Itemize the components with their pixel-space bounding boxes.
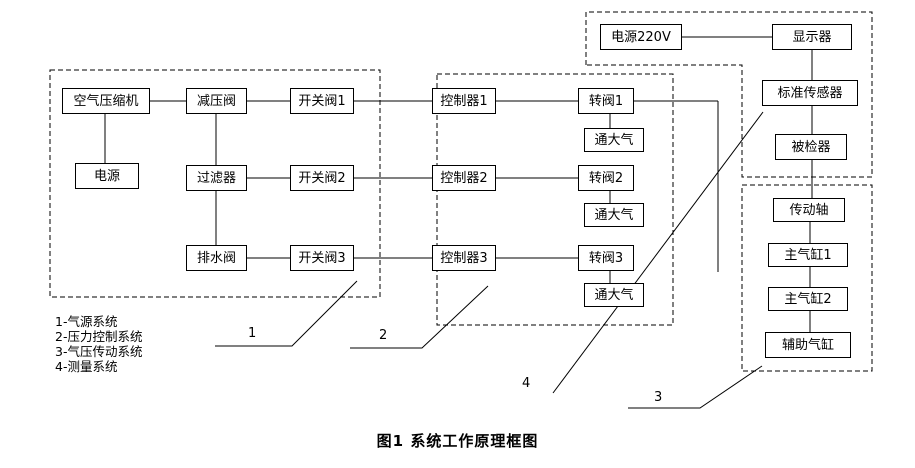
- node-rotary-valve-1: 转阀1: [578, 88, 634, 114]
- node-standard-sensor: 标准传感器: [762, 80, 858, 106]
- boundary-air-source-system: [49, 69, 381, 298]
- node-drain-valve: 排水阀: [186, 245, 247, 271]
- node-drive-shaft: 传动轴: [773, 198, 845, 222]
- boundary-pressure-control-system: [436, 73, 674, 326]
- node-auxiliary-cylinder: 辅助气缸: [765, 332, 851, 358]
- legend-item-1: 1-气源系统: [55, 314, 118, 329]
- node-controller-2: 控制器2: [432, 165, 496, 191]
- legend-item-4: 4-测量系统: [55, 359, 118, 374]
- node-controller-3: 控制器3: [432, 245, 496, 271]
- node-to-atmosphere-3: 通大气: [584, 283, 644, 307]
- node-air-compressor: 空气压缩机: [62, 88, 150, 114]
- node-device-under-test: 被检器: [775, 134, 847, 160]
- node-switch-valve-2: 开关阀2: [290, 165, 354, 191]
- node-power-supply: 电源: [75, 163, 139, 189]
- node-main-cylinder-1: 主气缸1: [768, 243, 848, 267]
- callout-2: 2: [379, 328, 388, 343]
- node-filter: 过滤器: [186, 165, 247, 191]
- node-switch-valve-1: 开关阀1: [290, 88, 354, 114]
- leader-line-3: [628, 365, 763, 409]
- boundary-pneumatic-drive-system: [741, 184, 873, 372]
- callout-leader-lines: [215, 111, 764, 409]
- node-controller-1: 控制器1: [432, 88, 496, 114]
- legend: 1-气源系统 2-压力控制系统 3-气压传动系统 4-测量系统: [55, 314, 142, 374]
- node-power-220v: 电源220V: [600, 24, 682, 50]
- node-switch-valve-3: 开关阀3: [290, 245, 354, 271]
- node-rotary-valve-2: 转阀2: [578, 165, 634, 191]
- leader-line-2: [350, 285, 489, 349]
- node-pressure-reducing-valve: 减压阀: [186, 88, 247, 114]
- boundary-measurement-system: [585, 11, 873, 178]
- node-to-atmosphere-2: 通大气: [584, 203, 644, 227]
- callout-4: 4: [522, 376, 531, 391]
- legend-item-3: 3-气压传动系统: [55, 344, 143, 359]
- figure-caption: 图1 系统工作原理框图: [376, 432, 539, 450]
- node-display: 显示器: [772, 24, 852, 50]
- node-rotary-valve-3: 转阀3: [578, 245, 634, 271]
- dashed-system-boundaries: [49, 11, 873, 372]
- leader-line-4: [552, 111, 764, 394]
- callout-1: 1: [248, 326, 257, 341]
- node-to-atmosphere-1: 通大气: [584, 128, 644, 152]
- callout-3: 3: [654, 390, 663, 405]
- node-main-cylinder-2: 主气缸2: [768, 287, 848, 311]
- legend-item-2: 2-压力控制系统: [55, 329, 143, 344]
- leader-line-1: [215, 280, 358, 347]
- solid-connectors: [104, 36, 813, 332]
